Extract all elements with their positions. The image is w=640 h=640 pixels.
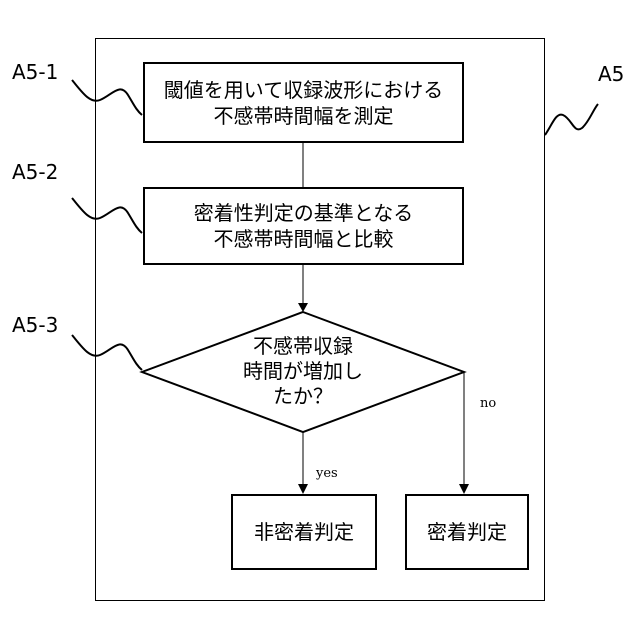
step-compare-deadband: 密着性判定の基準となる 不感帯時間幅と比較: [143, 187, 464, 265]
branch-no-label: no: [480, 396, 496, 411]
decision-label: 不感帯収録 時間が増加し たか？: [223, 334, 383, 409]
ref-a5-3: A5-3: [12, 313, 58, 337]
ref-a5: A5: [598, 62, 624, 86]
step1-line2: 不感帯時間幅を測定: [214, 103, 394, 129]
outcome-non-adhesion: 非密着判定: [231, 494, 377, 570]
decision-line3: たか？: [223, 384, 383, 409]
step2-line1: 密着性判定の基準となる: [194, 200, 413, 226]
leader-a5: [545, 104, 598, 135]
arrowhead-no: [459, 484, 469, 494]
step-measure-deadband: 閾値を用いて収録波形における 不感帯時間幅を測定: [143, 62, 464, 143]
leader-a5-2: [72, 198, 142, 233]
branch-yes-label: yes: [316, 466, 338, 481]
decision-line1: 不感帯収録: [223, 334, 383, 359]
outcome-no-text: 密着判定: [427, 519, 507, 545]
leader-a5-3: [72, 335, 142, 370]
outcome-yes-text: 非密着判定: [254, 519, 354, 545]
arrowhead-yes: [298, 484, 308, 494]
ref-a5-1: A5-1: [12, 60, 58, 84]
ref-a5-2: A5-2: [12, 160, 58, 184]
step1-line1: 閾値を用いて収録波形における: [164, 77, 443, 103]
step2-line2: 不感帯時間幅と比較: [214, 226, 394, 252]
decision-line2: 時間が増加し: [223, 359, 383, 384]
outcome-adhesion: 密着判定: [405, 494, 529, 570]
leader-a5-1: [72, 80, 142, 115]
arrowhead-to-decision: [298, 303, 308, 312]
